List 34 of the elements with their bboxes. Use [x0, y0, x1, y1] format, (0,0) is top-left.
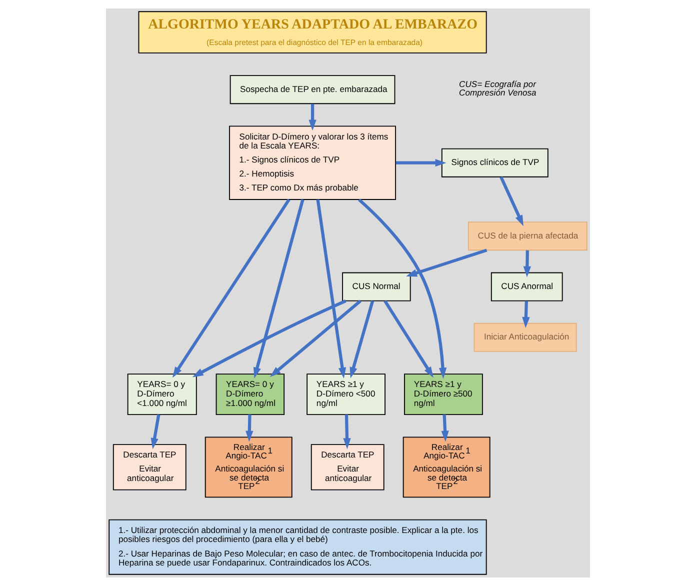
arrow: [396, 159, 446, 167]
arrow: [384, 300, 434, 378]
label: CUS= Ecografía por Compresión Venosa: [459, 79, 536, 98]
arrow: [523, 250, 532, 278]
arrow: [150, 414, 160, 450]
node-box: YEARS ≥1 y D-Dímero <500 ng/ml: [306, 374, 386, 416]
arrow: [406, 248, 488, 277]
arrow: [441, 414, 449, 442]
node-box: CUS de la pierna afectada: [468, 222, 588, 251]
arrow: [358, 198, 447, 379]
node-box: YEARS= 0 y D-Dímero ≥1.000 ng/ml: [216, 374, 285, 416]
arrow: [270, 300, 362, 377]
arrow: [343, 414, 351, 450]
node-box: Descarta TEP Evitar anticoagular: [112, 444, 186, 490]
node-box: ALGORITMO YEARS ADAPTADO AL EMBARAZO (Escala pretest para el diagnóstico del TEP en la embarazada): [138, 11, 487, 54]
node-box: Descarta TEP Evitar anticoagular: [310, 444, 384, 490]
arrow: [253, 199, 304, 378]
arrow: [350, 300, 374, 378]
arrow: [500, 176, 524, 226]
node-box: Solicitar D-Dímero y valorar los 3 ítems de la Escala YEARS: 1.- Signos clínicos de TVP 2.- Hemoptisis 3.- TEP como Dx más probable: [229, 126, 396, 200]
node-box: CUS Normal: [342, 272, 411, 302]
arrow: [522, 300, 530, 328]
arrow: [192, 300, 346, 378]
node-box: Signos clínicos de TVP: [441, 148, 548, 178]
arrow: [308, 104, 316, 131]
node-box: CUS Anormal: [490, 272, 563, 302]
arrow: [316, 199, 346, 379]
node-box: YEARS ≥1 y D-Dímero ≥500 ng/ml: [404, 374, 483, 416]
node-box: 1.- Utilizar protección abdominal y la menor cantidad de contraste posible. Explicar a la pte. los posibles riesgos del procedimiento (para ella y el bebé) 2.- Usar Heparinas de Bajo Peso Molecular; en caso de antec. de Trombocitopenia Inducida por Heparina se puede usar Fondaparinux. Contraindicados los ACOs.: [108, 519, 487, 575]
arrow: [172, 198, 290, 378]
node-box: Sospecha de TEP en pte. embarazada: [230, 75, 396, 104]
arrow: [246, 414, 254, 442]
node-box: YEARS= 0 y D-Dímero <1.000 ng/ml: [127, 374, 197, 416]
node-box: Iniciar Anticoagulación: [474, 322, 577, 352]
